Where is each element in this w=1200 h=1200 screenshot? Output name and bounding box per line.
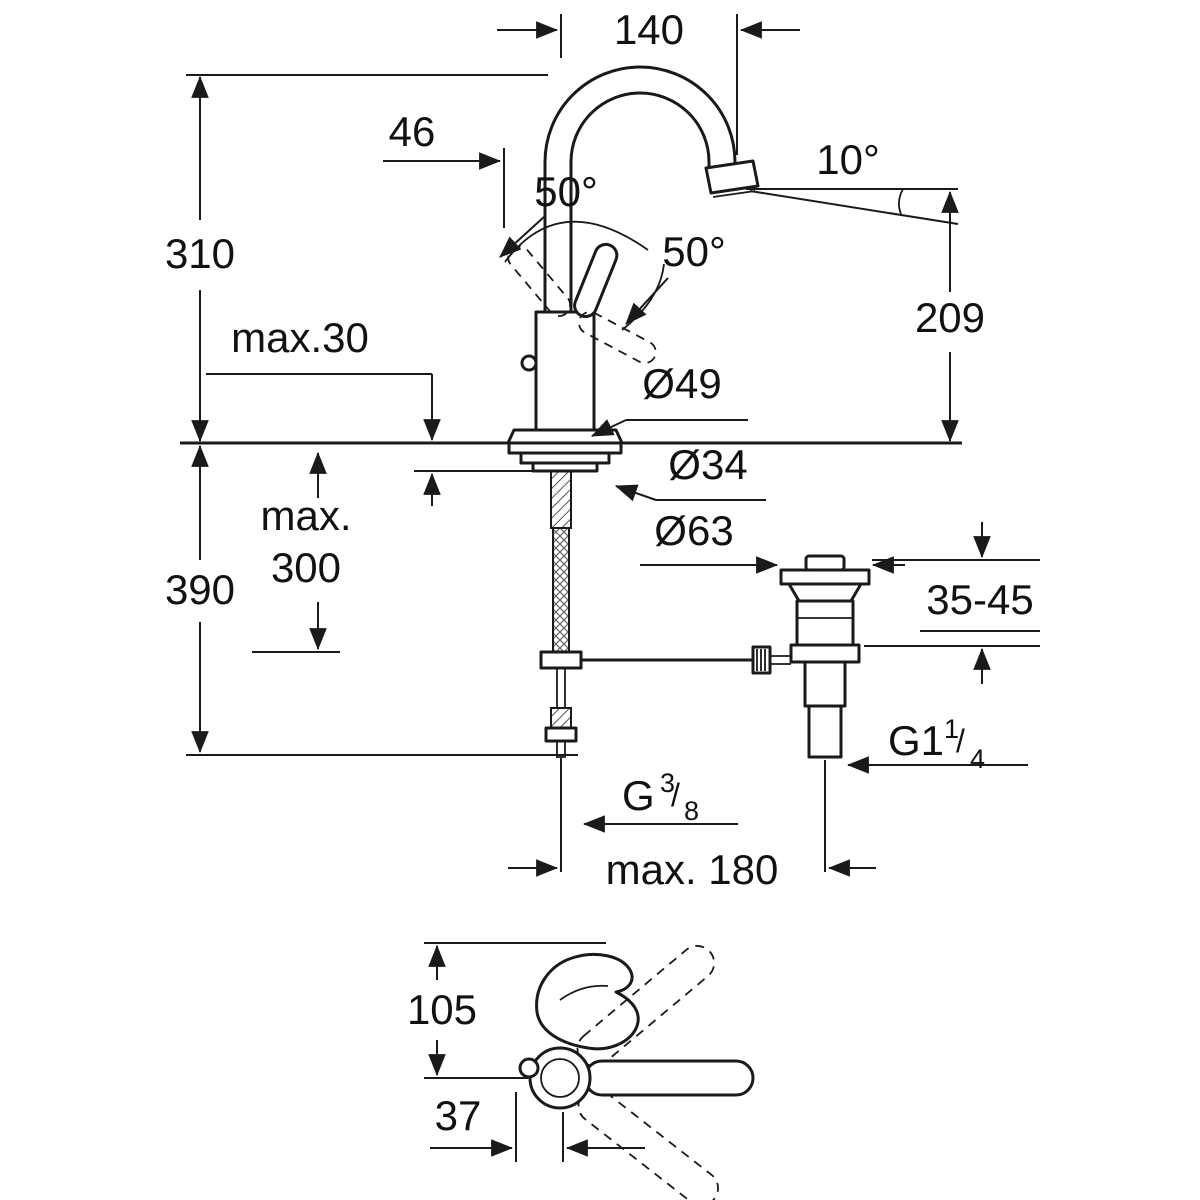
dimension-g1-quarter: G1 1 / 4 — [846, 714, 1028, 774]
dim-105-label: 105 — [407, 986, 477, 1033]
supply-nut — [544, 726, 578, 743]
drain-flange — [779, 568, 871, 586]
angle-50-left: 50° — [499, 168, 598, 258]
faucet-lever-solid — [573, 242, 619, 319]
dimension-max30: max.30 — [206, 314, 536, 506]
dia-63-label: Ø63 — [654, 507, 733, 554]
rod-knob — [751, 645, 791, 675]
dim-37-label: 37 — [435, 1092, 482, 1139]
dim-209-label: 209 — [915, 294, 985, 341]
faucet-body — [506, 310, 624, 445]
dim-46-label: 46 — [389, 108, 436, 155]
aerator — [704, 159, 760, 198]
thread-supply-den: 8 — [684, 796, 699, 826]
drain-tailpiece — [803, 660, 847, 708]
dimension-dia34: Ø34 — [614, 441, 766, 502]
drain-stopper-cap — [804, 554, 846, 572]
lever-pivot-dot — [520, 354, 538, 372]
dimension-390: 390 — [165, 444, 578, 756]
angle-10: 10° — [746, 136, 959, 225]
dimension-209: 209 — [915, 190, 985, 443]
dimension-max180: max. 180 — [508, 758, 876, 893]
mounting-shaft — [507, 441, 623, 529]
top-view-handle-solid — [583, 1059, 755, 1097]
top-view-pivot — [518, 1057, 540, 1079]
top-view-handle-dashed-down — [577, 1087, 719, 1200]
dia-49-label: Ø49 — [642, 360, 721, 407]
top-view — [518, 945, 755, 1200]
top-view-valve-outer — [528, 1046, 592, 1110]
dimension-dia49: Ø49 — [591, 360, 748, 437]
dimension-g-three-eighths: G 3 / 8 — [582, 768, 738, 833]
drain-body — [795, 599, 855, 647]
top-view-valve-inner — [540, 1058, 580, 1098]
dimension-310: 310 — [165, 74, 548, 443]
drain-assembly — [751, 554, 871, 759]
dim-max300-line1: max. — [260, 492, 351, 539]
dimension-37: 37 — [430, 1092, 645, 1162]
dim-max30-label: max.30 — [231, 314, 369, 361]
dim-max300-line2: 300 — [271, 544, 341, 591]
rod-clamp — [539, 650, 583, 670]
dimension-46: 46 — [383, 108, 505, 228]
thread-supply-num: 3 — [660, 768, 675, 798]
dim-390-label: 390 — [165, 566, 235, 613]
drain-locknut — [789, 643, 861, 664]
dimension-140: 140 — [497, 6, 800, 155]
faucet-lever-dashed-left — [507, 245, 571, 317]
top-view-handle-dashed-up — [576, 945, 716, 1067]
thread-supply-base: G — [622, 772, 655, 819]
angle-10-label: 10° — [816, 136, 880, 183]
thread-drain-slash: / — [956, 723, 965, 759]
dim-max180-label: max. 180 — [606, 846, 779, 893]
faucet-spout — [543, 65, 760, 312]
dim-140-label: 140 — [614, 6, 684, 53]
thread-drain-den: 4 — [970, 744, 985, 774]
angle-50-left-label: 50° — [534, 168, 598, 215]
top-view-lever — [535, 952, 640, 1051]
angle-50-right-label: 50° — [662, 228, 726, 275]
dia-34-label: Ø34 — [668, 441, 747, 488]
dim-35-45-label: 35-45 — [926, 576, 1033, 623]
angle-50-right: 50° — [625, 228, 726, 325]
dimension-max300: max. 300 — [252, 451, 352, 653]
dimension-35-45: 35-45 — [864, 522, 1040, 684]
faucet-lever-dashed-right — [578, 311, 657, 364]
thread-supply-slash: / — [671, 777, 680, 813]
thread-drain-base: G1 — [888, 717, 944, 764]
supply-hose — [539, 527, 583, 758]
dimension-dia63: Ø63 — [640, 507, 905, 574]
thread-drain-num: 1 — [944, 714, 959, 744]
dim-310-label: 310 — [165, 230, 235, 277]
dimension-105: 105 — [407, 942, 606, 1079]
